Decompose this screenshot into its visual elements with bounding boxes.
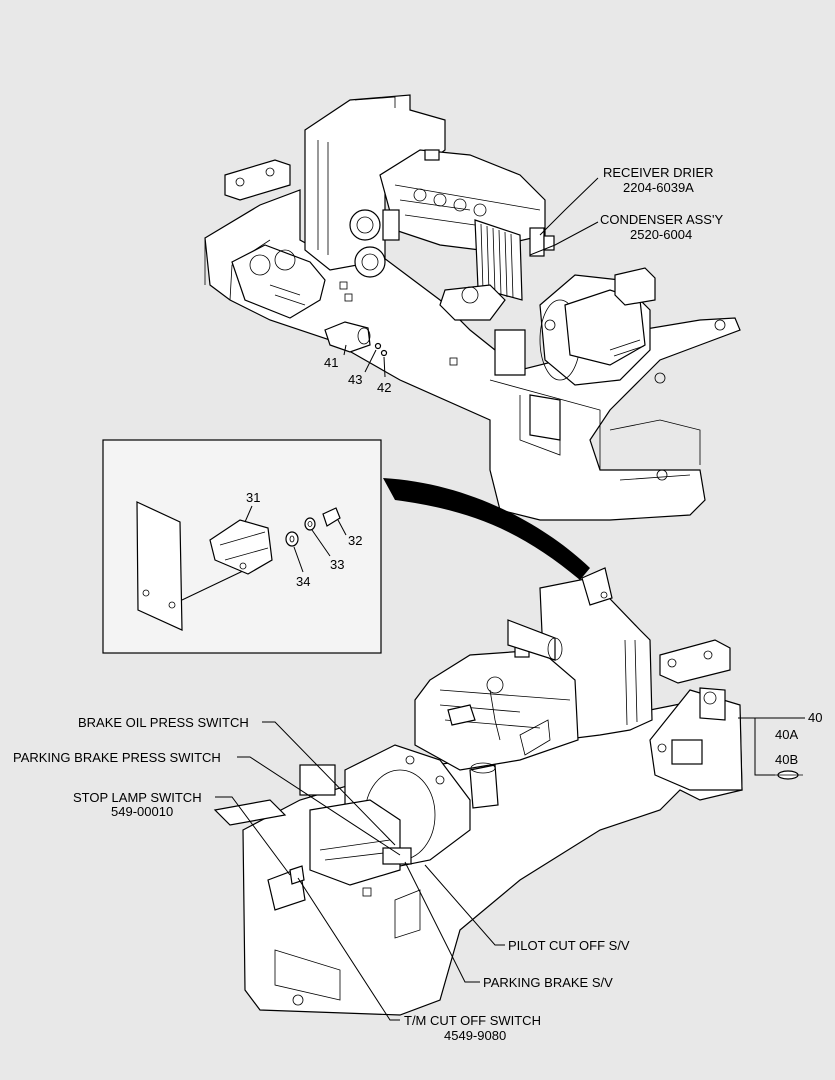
callout-40b: 40B — [775, 752, 798, 767]
condenser-label: CONDENSER ASS'Y — [600, 212, 723, 227]
text-labels: RECEIVER DRIER 2204-6039A CONDENSER ASS'… — [13, 165, 822, 1043]
bottom-leaders — [215, 717, 805, 1021]
top-leaders — [343, 177, 599, 378]
callout-32: 32 — [348, 533, 362, 548]
callout-42: 42 — [377, 380, 391, 395]
receiver-drier-part-number: 2204-6039A — [623, 180, 694, 195]
callout-43: 43 — [348, 372, 362, 387]
brake-oil-press-switch-label: BRAKE OIL PRESS SWITCH — [78, 715, 249, 730]
stop-lamp-switch-part-number: 549-00010 — [111, 804, 173, 819]
callout-40a: 40A — [775, 727, 798, 742]
callout-34: 34 — [296, 574, 310, 589]
bottom-frame-assembly — [213, 567, 803, 1016]
top-frame-assembly — [204, 94, 741, 521]
callout-33: 33 — [330, 557, 344, 572]
stop-lamp-switch-label: STOP LAMP SWITCH — [73, 790, 202, 805]
callout-31: 31 — [246, 490, 260, 505]
callout-41: 41 — [324, 355, 338, 370]
receiver-drier-label: RECEIVER DRIER — [603, 165, 714, 180]
detail-inset — [102, 439, 382, 654]
parking-brake-press-switch-label: PARKING BRAKE PRESS SWITCH — [13, 750, 221, 765]
parking-brake-sv-label: PARKING BRAKE S/V — [483, 975, 613, 990]
tm-cut-off-switch-part-number: 4549-9080 — [444, 1028, 506, 1043]
tm-cut-off-switch-label: T/M CUT OFF SWITCH — [404, 1013, 541, 1028]
detail-pointer-arrow — [383, 478, 590, 580]
pilot-cut-off-sv-label: PILOT CUT OFF S/V — [508, 938, 630, 953]
condenser-part-number: 2520-6004 — [630, 227, 692, 242]
callout-40: 40 — [808, 710, 822, 725]
